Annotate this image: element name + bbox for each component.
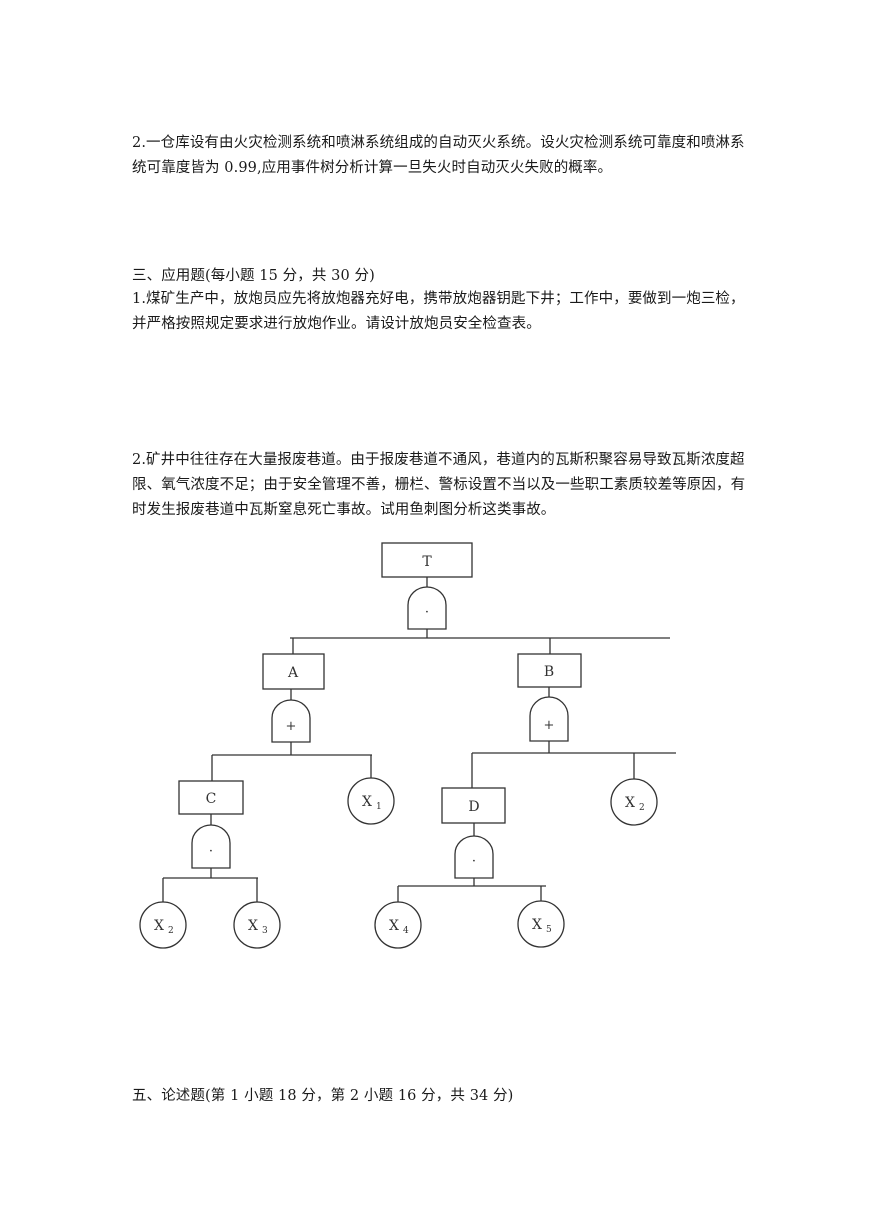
and-gate-d: · (454, 835, 494, 879)
event-d-label: D (468, 799, 479, 815)
svg-text:5: 5 (546, 925, 552, 935)
svg-text:2: 2 (639, 803, 645, 813)
intermediate-event-a: A (262, 653, 325, 690)
event-a-label: A (287, 665, 299, 681)
intermediate-event-c: C (178, 780, 244, 815)
svg-text:X: X (154, 918, 164, 934)
svg-text:X: X (389, 918, 399, 934)
event-c-label: C (206, 791, 217, 807)
intermediate-event-d: D (441, 787, 506, 824)
or-gate-b: + (529, 696, 569, 742)
svg-text:2: 2 (168, 926, 174, 936)
and-gate-top-symbol: · (425, 605, 429, 620)
application-question-2: 2.矿井中往往存在大量报废巷道。由于报废巷道不通风，巷道内的瓦斯积聚容易导致瓦斯… (132, 452, 746, 518)
svg-text:X: X (625, 795, 635, 811)
application-question-1: 1.煤矿生产中，放炮员应先将放炮器充好电，携带放炮器钥匙下井；工作中，要做到一炮… (132, 291, 745, 332)
basic-event-x2-right: X 2 (610, 778, 658, 826)
question-2-text: 2.一仓库设有由火灾检测系统和喷淋系统组成的自动灭火系统。设火灾检测系统可靠度和… (132, 135, 745, 176)
basic-event-x1: X 1 (347, 777, 395, 825)
top-event-label: T (422, 554, 432, 570)
svg-text:4: 4 (403, 926, 409, 936)
basic-event-x2-left: X 2 (139, 901, 187, 949)
and-gate-c-symbol: · (209, 844, 213, 859)
or-gate-a-symbol: + (286, 719, 297, 734)
or-gate-a: + (271, 699, 311, 743)
svg-text:X: X (362, 794, 372, 810)
and-gate-c: · (191, 824, 231, 869)
or-gate-b-symbol: + (544, 718, 555, 733)
svg-text:X: X (248, 918, 258, 934)
basic-event-x3: X 3 (233, 901, 281, 949)
and-gate-d-symbol: · (472, 854, 476, 869)
section-3-heading: 三、应用题(每小题 15 分，共 30 分) (132, 268, 375, 284)
basic-event-x5: X 5 (517, 900, 565, 948)
svg-text:X: X (532, 917, 542, 933)
svg-text:1: 1 (376, 802, 382, 812)
svg-text:3: 3 (262, 926, 268, 936)
intermediate-event-b: B (517, 653, 582, 688)
fault-tree-connectors (162, 577, 676, 902)
top-event-t: T (381, 542, 473, 578)
and-gate-top: · (407, 586, 447, 630)
section-5-heading: 五、论述题(第 1 小题 18 分，第 2 小题 16 分，共 34 分) (132, 1088, 514, 1104)
basic-event-x4: X 4 (374, 901, 422, 949)
event-b-label: B (544, 664, 554, 680)
